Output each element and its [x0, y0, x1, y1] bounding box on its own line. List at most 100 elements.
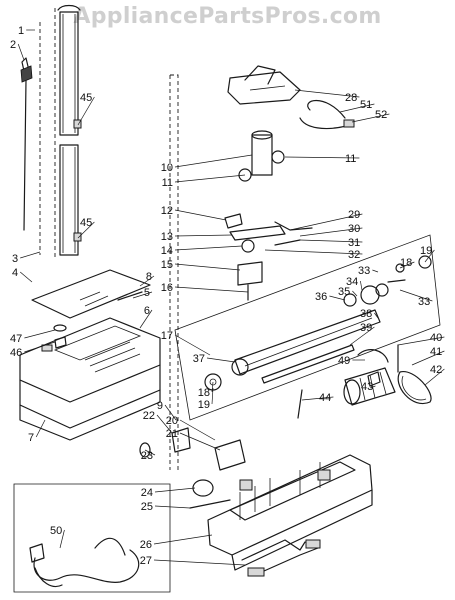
leader-line-18	[399, 261, 415, 269]
hose-inset	[13, 483, 171, 593]
callout-label-13: 13	[161, 231, 173, 243]
callout-label-37: 37	[193, 353, 205, 365]
leader-line-23	[144, 449, 156, 456]
leader-line-50	[59, 529, 65, 549]
callout-label-36: 36	[315, 291, 327, 303]
leader-line-2	[17, 43, 25, 61]
callout-label-42: 42	[430, 364, 442, 376]
callout-label-23: 23	[141, 450, 153, 462]
callout-label-1: 1	[18, 25, 24, 37]
callout-label-3: 3	[12, 253, 18, 265]
leader-lines	[17, 29, 445, 566]
leader-line-8	[139, 275, 155, 287]
switch-body	[238, 130, 285, 182]
callout-label-7: 7	[28, 432, 34, 444]
callout-label-44: 44	[319, 392, 331, 404]
leader-line-33	[372, 269, 379, 273]
callout-label-43: 43	[361, 381, 373, 393]
leader-line-10	[174, 154, 253, 168]
leader-line-35	[352, 290, 358, 297]
callout-label-17: 17	[161, 330, 173, 342]
callout-label-39: 39	[360, 322, 372, 334]
watermark: AppliancePartsPros.com	[73, 4, 382, 29]
callout-label-20: 20	[166, 415, 178, 427]
handle-upper-tube	[57, 4, 82, 136]
screw-44	[297, 389, 303, 419]
leader-line-25	[154, 505, 191, 509]
leader-line-13	[174, 234, 233, 237]
callout-label-9: 9	[157, 400, 163, 412]
callout-label-51: 51	[360, 99, 372, 111]
callout-label-38: 38	[360, 308, 372, 320]
leader-line-37	[206, 357, 236, 363]
callout-label-30: 30	[348, 223, 360, 235]
callout-label-22: 22	[143, 410, 155, 422]
leader-line-51	[339, 103, 375, 113]
callout-label-31: 31	[348, 237, 360, 249]
grommet-46-47	[53, 324, 67, 349]
leader-line-12	[174, 209, 227, 221]
handle-release-pedal	[241, 539, 321, 577]
callout-label-24: 24	[141, 487, 153, 499]
leader-line-14	[174, 245, 243, 251]
callout-label-28: 28	[345, 92, 357, 104]
callout-label-29: 29	[348, 209, 360, 221]
callout-label-19: 19	[420, 245, 432, 257]
leader-line-18	[211, 381, 214, 393]
leader-line-16	[174, 286, 249, 293]
handle-cord	[20, 57, 33, 231]
hood-cover	[31, 269, 151, 319]
callout-label-45: 45	[80, 92, 92, 104]
callout-label-11: 11	[162, 177, 173, 189]
leader-line-34	[360, 280, 363, 291]
leader-line-6	[139, 309, 153, 329]
leader-line-30	[299, 227, 363, 237]
callout-label-19: 19	[198, 399, 210, 411]
leader-line-46	[24, 341, 56, 353]
callout-label-33: 33	[418, 296, 430, 308]
callout-label-16: 16	[161, 282, 173, 294]
callout-label-10: 10	[161, 162, 173, 174]
leader-line-17	[174, 334, 211, 356]
callout-label-2: 2	[10, 39, 16, 51]
callout-label-52: 52	[375, 109, 387, 121]
cord-plug	[299, 100, 355, 130]
callout-label-26: 26	[140, 539, 152, 551]
callout-label-47: 47	[10, 333, 22, 345]
callout-label-11: 11	[345, 153, 356, 165]
base-housing	[207, 454, 373, 571]
leader-line-45	[77, 221, 95, 239]
leader-line-41	[411, 350, 445, 366]
leader-line-31	[299, 239, 363, 243]
callout-label-5: 5	[144, 287, 150, 299]
leader-line-7	[35, 419, 46, 438]
leader-line-44	[301, 396, 334, 401]
leader-line-45	[77, 96, 95, 126]
leader-line-36	[329, 295, 346, 301]
leader-line-5	[132, 291, 153, 299]
callout-label-34: 34	[346, 276, 358, 288]
leader-line-43	[369, 385, 376, 389]
wheels-bracket	[139, 427, 246, 509]
leader-line-38	[374, 312, 379, 319]
callout-label-25: 25	[141, 501, 153, 513]
motor-hood-housing	[19, 317, 161, 441]
leader-line-29	[289, 213, 363, 231]
callout-label-32: 32	[348, 249, 360, 261]
leader-line-33	[399, 289, 433, 302]
leader-line-11	[174, 174, 246, 183]
leader-line-21	[179, 432, 221, 451]
callout-label-49: 49	[338, 355, 350, 367]
agitator-assembly-box	[174, 234, 441, 421]
callout-label-12: 12	[161, 205, 173, 217]
handle-lower-tube	[59, 144, 82, 256]
callout-label-18: 18	[198, 387, 210, 399]
callout-label-40: 40	[430, 332, 442, 344]
leader-line-22	[156, 414, 173, 434]
callout-label-14: 14	[161, 245, 173, 257]
motor-assembly	[343, 344, 399, 406]
leader-line-52	[351, 113, 390, 123]
leader-line-20	[179, 419, 216, 441]
